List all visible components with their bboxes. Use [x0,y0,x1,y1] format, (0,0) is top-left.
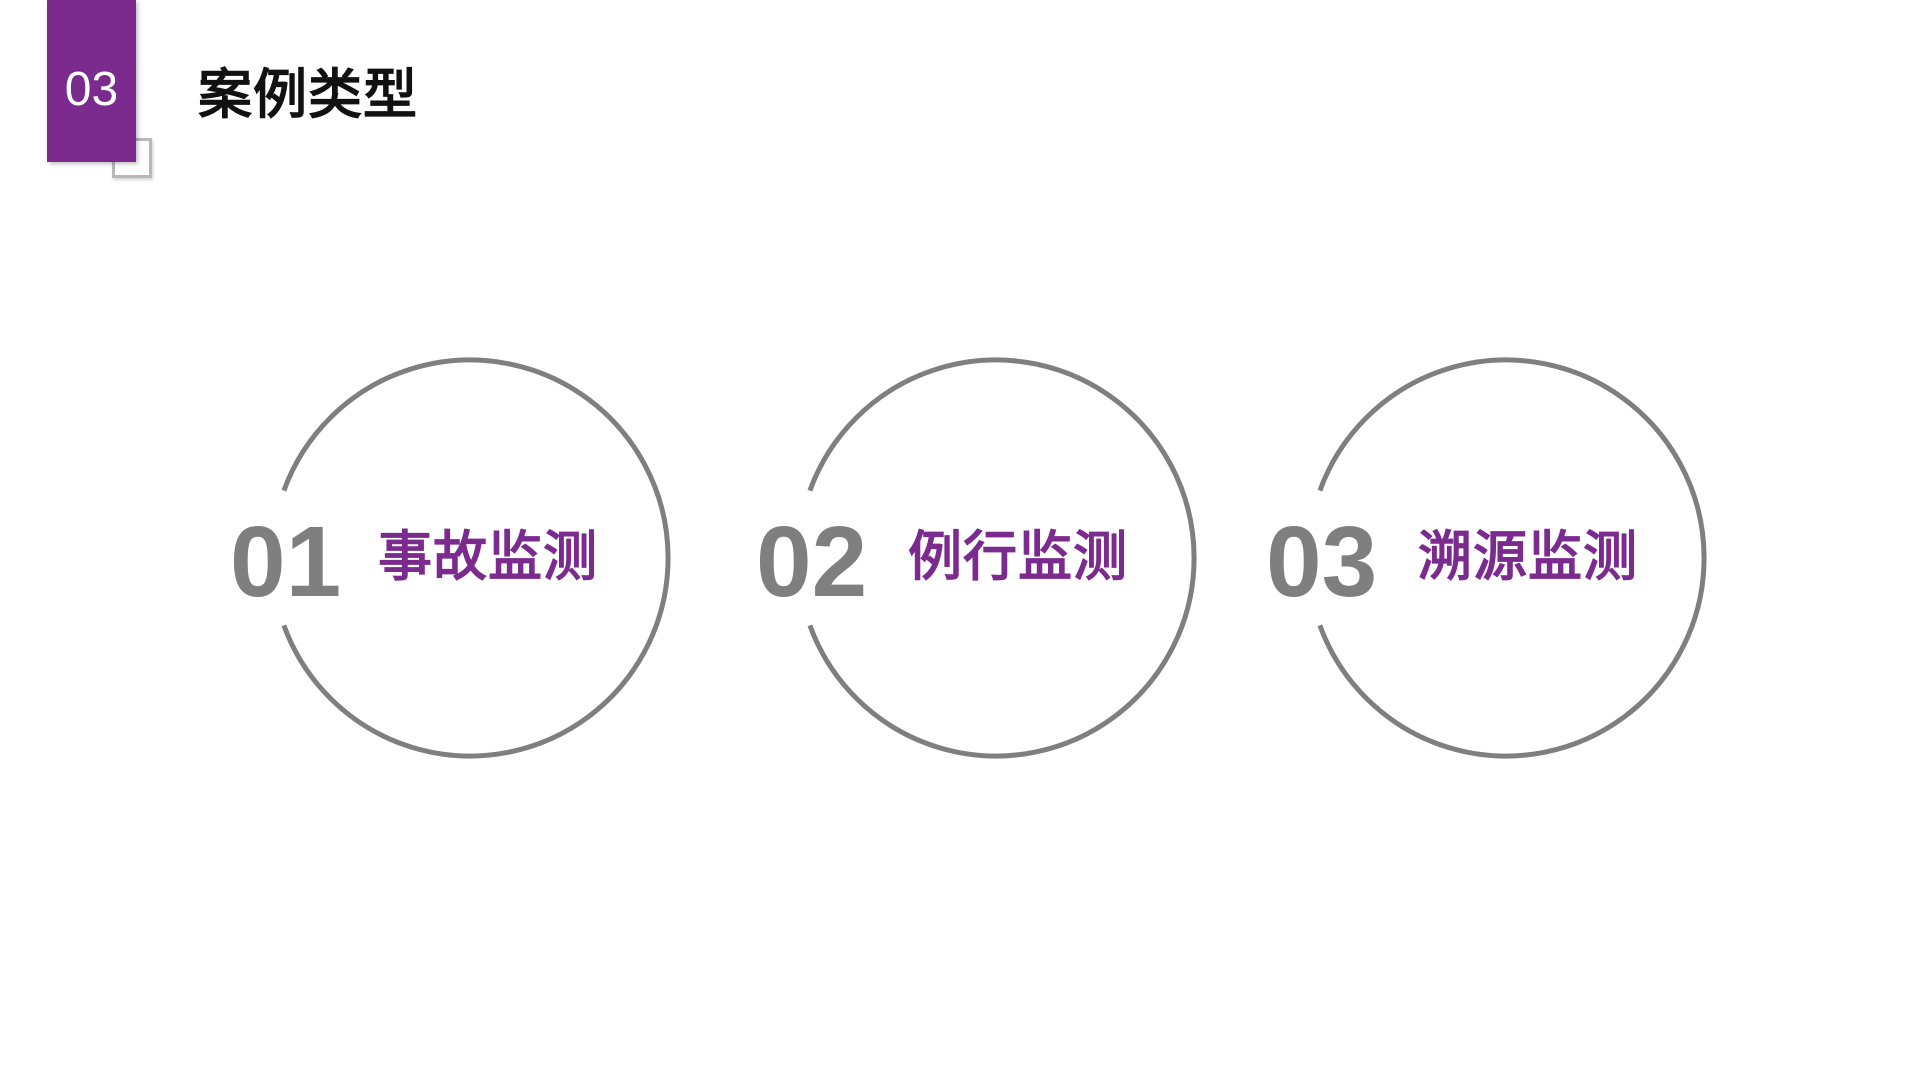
item-label: 溯源监测 [1418,525,1638,588]
case-type-item-1: 01 事故监测 [230,356,750,761]
page-title: 案例类型 [198,63,418,126]
item-number: 02 [756,506,868,618]
case-type-item-2: 02 例行监测 [756,356,1276,761]
item-label: 例行监测 [908,525,1128,588]
ring-icon [1317,357,1707,759]
ring-icon [807,357,1197,759]
section-badge: 03 [47,0,136,162]
case-type-item-3: 03 溯源监测 [1266,356,1786,761]
section-number: 03 [64,63,119,116]
item-label: 事故监测 [378,525,598,588]
item-number: 03 [1266,506,1378,618]
item-number: 01 [230,506,342,618]
ring-icon [281,357,671,759]
